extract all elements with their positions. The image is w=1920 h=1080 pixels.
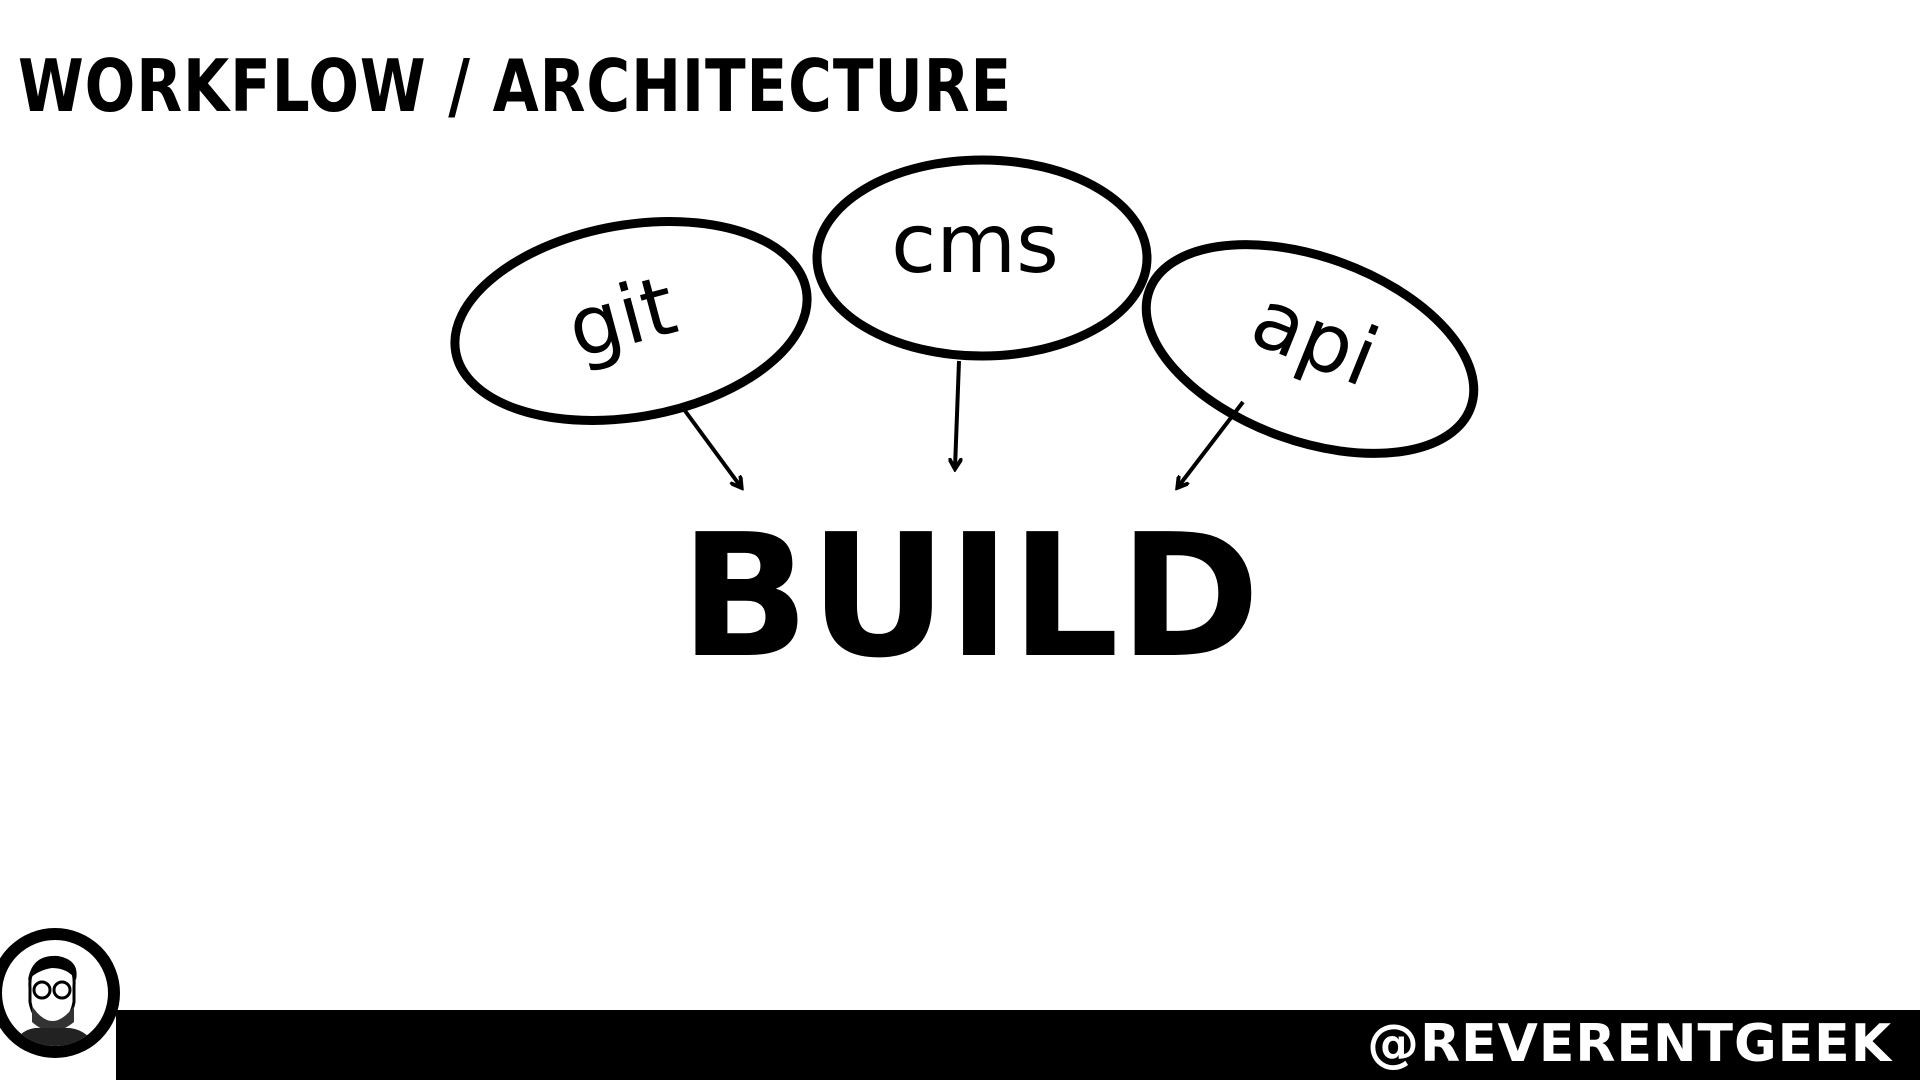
footer-bar [116, 1010, 1920, 1080]
cms-label: cms [891, 197, 1059, 292]
slide-title: WORKFLOW / ARCHITECTURE [18, 44, 1013, 128]
arrow-cms-to-build [955, 360, 959, 468]
api-label: api [1239, 271, 1391, 406]
build-label: BUILD [680, 498, 1260, 696]
arrow-api-to-build [1178, 400, 1245, 487]
git-node: git [450, 217, 812, 425]
author-avatar [0, 928, 120, 1058]
cms-node: cms [812, 155, 1152, 361]
author-handle: @REVERENTGEEK [1367, 1014, 1892, 1074]
api-node: api [1141, 240, 1479, 458]
git-label: git [558, 258, 686, 377]
arrow-git-to-build [678, 402, 741, 487]
avatar-portrait-icon [12, 955, 96, 1046]
